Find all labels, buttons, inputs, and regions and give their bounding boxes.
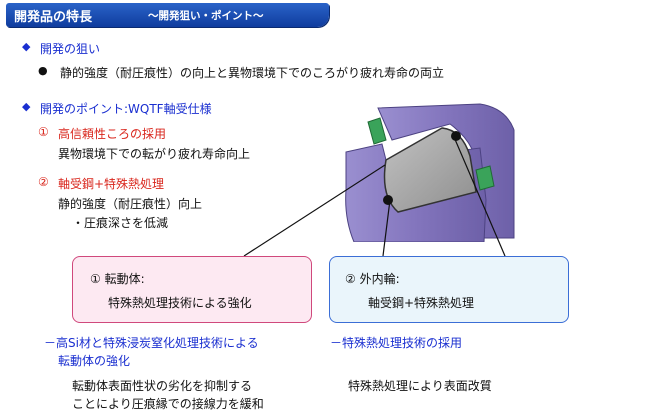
detail-right-heading: －特殊熱処理技術の採用 <box>330 336 463 350</box>
point1-desc: 異物環境下での転がり疲れ寿命向上 <box>58 147 251 161</box>
detail-left-desc-2: ことにより圧痕縁での接線力を緩和 <box>72 397 264 411</box>
aim-text: 静的強度（耐圧痕性）の向上と異物環境下でのころがり疲れ寿命の両立 <box>60 66 445 80</box>
aim-heading: 開発の狙い <box>40 42 101 56</box>
callout-rolling-text: 特殊熱処理技術による強化 <box>108 296 252 310</box>
diamond-icon: ◆ <box>22 40 31 53</box>
bullet-dot-icon: ● <box>38 64 48 77</box>
detail-left-heading-1: －高Si材と特殊浸炭窒化処理技術による <box>44 336 259 350</box>
page-title: 開発品の特長 <box>14 10 93 25</box>
detail-right-desc: 特殊熱処理により表面改質 <box>348 379 492 393</box>
point1-title: 高信頼性ころの採用 <box>58 127 167 141</box>
diamond-icon: ◆ <box>22 100 31 113</box>
callout-rolling-element <box>72 256 312 323</box>
point2-sub: ・圧痕深さを低減 <box>72 216 169 230</box>
point2-number: ② <box>38 175 49 189</box>
page-subtitle: ～開発狙い・ポイント～ <box>148 10 264 22</box>
detail-left-heading-2: 転動体の強化 <box>58 354 131 368</box>
callout-rings-text: 軸受鋼+特殊熱処理 <box>368 296 475 310</box>
point1-number: ① <box>38 125 49 139</box>
callout-rings <box>329 256 569 323</box>
title-bar <box>6 3 329 27</box>
point2-desc: 静的強度（耐圧痕性）向上 <box>58 197 203 211</box>
callout-rolling-label: ① 転動体: <box>90 272 145 286</box>
callout-rings-label: ② 外内輪: <box>345 272 400 286</box>
detail-left-desc-1: 転動体表面性状の劣化を抑制する <box>72 379 253 393</box>
point2-title: 軸受鋼+特殊熱処理 <box>58 177 165 191</box>
points-heading: 開発のポイント:WQTF軸受仕様 <box>40 102 212 116</box>
bearing-illustration <box>345 103 515 242</box>
